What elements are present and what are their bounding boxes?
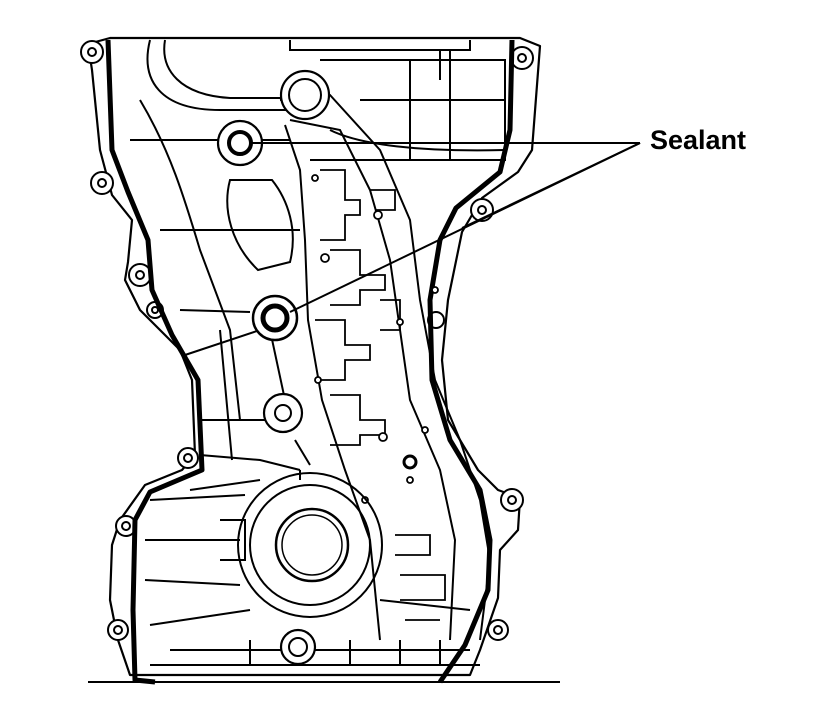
sealant-bead — [105, 39, 515, 685]
bottom-boss-inner — [288, 637, 308, 657]
sealant-bolt-lower-ring — [260, 303, 290, 333]
leader-line-lower-bolt — [289, 142, 641, 313]
sealant-callout-label: Sealant — [650, 125, 747, 155]
dark-dowel — [402, 454, 418, 470]
sealant-bolt-upper-ring — [227, 130, 253, 156]
idler-boss-inner — [288, 78, 322, 112]
upper-web — [130, 39, 506, 421]
middle-boss-inner — [274, 404, 292, 422]
sealant-leader-lines — [252, 142, 641, 313]
rib-pockets — [315, 169, 446, 621]
outer-bolt-bosses — [80, 40, 534, 641]
crank-housing — [144, 470, 480, 666]
small-holes — [311, 174, 439, 504]
crank-seal-inner — [281, 514, 343, 576]
left-webs — [160, 179, 311, 471]
